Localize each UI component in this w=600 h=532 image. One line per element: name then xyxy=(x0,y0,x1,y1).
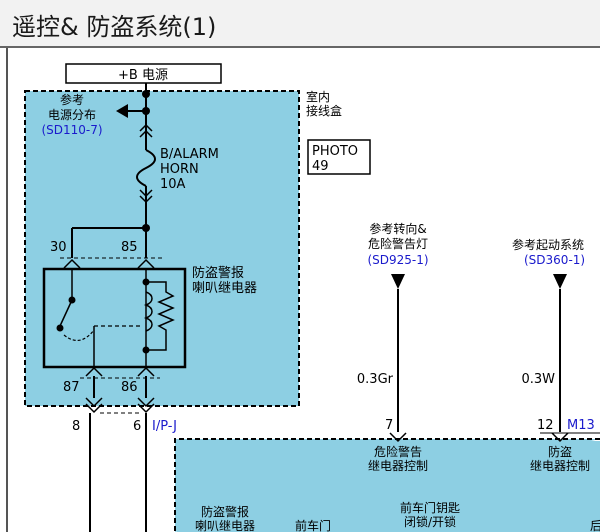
module-hazard-line1: 危险警告 xyxy=(374,444,422,459)
connector-chevron xyxy=(139,129,153,138)
ipj-pin-6: 6 xyxy=(133,419,141,434)
connector-chevron xyxy=(139,195,153,204)
ipj-chevron xyxy=(85,403,103,414)
switch-arm xyxy=(59,299,73,327)
pin-87-chevron xyxy=(85,366,103,377)
pin-86-label: 86 xyxy=(121,380,138,395)
ref-turn-line1: 参考转向& xyxy=(369,221,426,236)
photo-line2: 49 xyxy=(312,159,329,174)
pin-85-label: 85 xyxy=(121,240,138,255)
module-relay-line1: 防盗警报 xyxy=(201,504,249,519)
ipj-chevron xyxy=(137,403,155,414)
relay-label-line1: 防盗警报 xyxy=(192,265,244,281)
module-relay-line2: 喇叭继电器 xyxy=(195,518,255,532)
ipj-chevron xyxy=(137,397,155,408)
pin-85-chevron xyxy=(137,258,155,269)
fuse-line2: HORN xyxy=(160,162,199,177)
power-source-box xyxy=(65,63,222,84)
module-anti-line2: 继电器控制 xyxy=(530,459,590,473)
photo-line1: PHOTO xyxy=(312,144,358,159)
ipj-pin-8: 8 xyxy=(72,419,80,434)
wire-w-label: 0.3W xyxy=(521,372,555,387)
pin-30-label: 30 xyxy=(50,240,67,255)
module-front-door: 前车门 xyxy=(295,518,331,532)
hazard-pin-chevron xyxy=(389,432,407,443)
hazard-pin-label: 7 xyxy=(385,418,393,433)
control-module-fill xyxy=(177,441,600,532)
junction-box-area xyxy=(24,90,300,407)
page-header: 遥控& 防盗系统(1) xyxy=(0,0,600,48)
pin-87-label: 87 xyxy=(63,380,80,395)
ref-start-arrow xyxy=(553,274,567,289)
ref-turn-code: (SD925-1) xyxy=(367,253,428,267)
page-title: 遥控& 防盗系统(1) xyxy=(12,13,217,41)
frame-border xyxy=(6,48,8,532)
module-connector-name: M13 xyxy=(567,418,595,433)
relay-label-line2: 喇叭继电器 xyxy=(192,281,257,296)
module-anti-line1: 防盗 xyxy=(548,444,572,459)
start-pin-label: 12 xyxy=(537,418,554,433)
ipj-connector-name: I/P-J xyxy=(152,419,177,434)
connector-chevron xyxy=(139,123,153,132)
ref-turn-line2: 危险警告灯 xyxy=(368,236,428,251)
ref-power-arrow xyxy=(116,104,128,118)
relay-body xyxy=(42,267,187,369)
ref-power-line2: 电源分布 xyxy=(48,108,96,122)
ref-start-code: (SD360-1) xyxy=(524,253,585,267)
ref-turn-arrow xyxy=(391,274,405,289)
ipj-chevron xyxy=(85,397,103,408)
splice-top xyxy=(142,90,150,98)
coil-resistor xyxy=(146,281,175,351)
ref-start-line1: 参考起动系统 xyxy=(512,237,584,252)
module-key-line2: 闭锁/开锁 xyxy=(404,514,456,529)
module-cut-label: 后 xyxy=(590,519,600,532)
junction-box-line1: 室内 xyxy=(306,89,330,104)
pin-30-chevron xyxy=(63,258,81,269)
ref-power-line1: 参考 xyxy=(60,92,84,107)
coil-winding xyxy=(143,291,153,332)
start-pin-chevron xyxy=(551,432,569,443)
switch-action-line xyxy=(63,329,95,341)
wire-gr-label: 0.3Gr xyxy=(357,372,394,387)
module-key-line1: 前车门钥匙 xyxy=(400,500,460,515)
fuse-line3: 10A xyxy=(160,177,186,192)
ref-power-code: (SD110-7) xyxy=(41,123,102,137)
fuse-symbol xyxy=(136,149,156,187)
pin-86-chevron xyxy=(137,366,155,377)
switch-contact xyxy=(56,324,64,332)
power-source-label: +B 电源 xyxy=(118,68,168,83)
fuse-line1: B/ALARM xyxy=(160,147,219,162)
module-hazard-line2: 继电器控制 xyxy=(368,459,428,473)
connector-chevron xyxy=(139,189,153,198)
photo-box xyxy=(307,139,371,175)
junction-box-line2: 接线盒 xyxy=(306,103,342,118)
